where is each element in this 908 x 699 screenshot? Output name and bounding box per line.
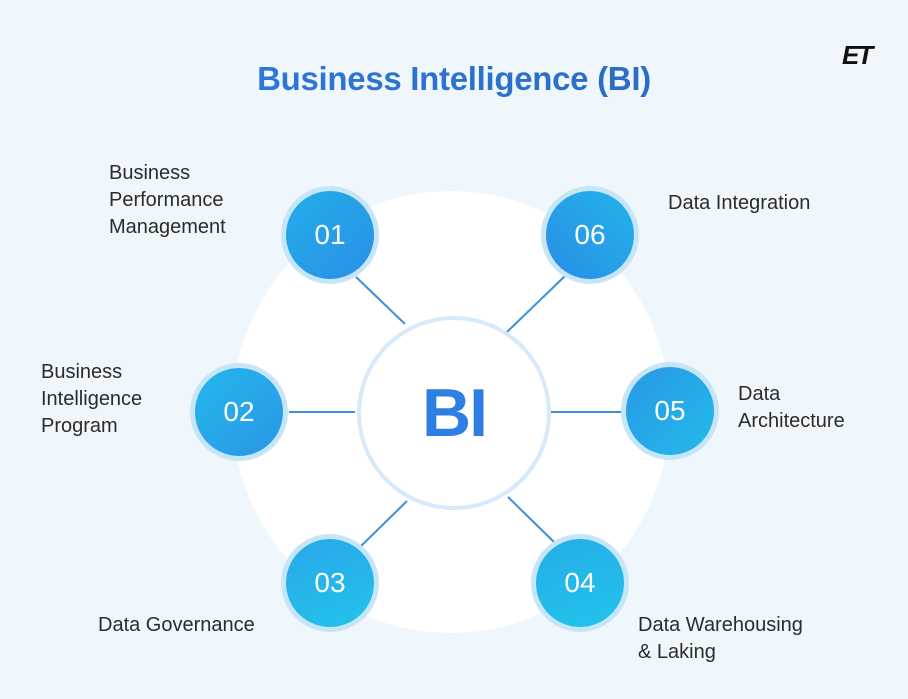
center-bi-circle: BI: [357, 316, 551, 510]
node-02: 02: [190, 363, 288, 461]
node-04: 04: [531, 534, 629, 632]
et-logo: ET: [842, 40, 873, 70]
label-06: Data Integration: [668, 192, 811, 214]
label-01: Business Performance Management: [109, 162, 226, 238]
connector-03: [358, 500, 408, 549]
label-02: Business Intelligence Program: [41, 361, 143, 437]
connector-04: [507, 496, 556, 544]
label-04: Data Warehousing & Laking: [638, 614, 803, 663]
label-05: Data Architecture: [738, 383, 845, 432]
node-03: 03: [281, 534, 379, 632]
node-06: 06: [541, 186, 639, 284]
connector-01: [355, 276, 406, 325]
center-label: BI: [422, 375, 488, 451]
node-01: 01: [281, 186, 379, 284]
page-title: Business Intelligence (BI): [0, 60, 908, 98]
label-03: Data Governance: [98, 614, 255, 636]
node-05: 05: [621, 362, 719, 460]
connector-06: [506, 275, 566, 333]
